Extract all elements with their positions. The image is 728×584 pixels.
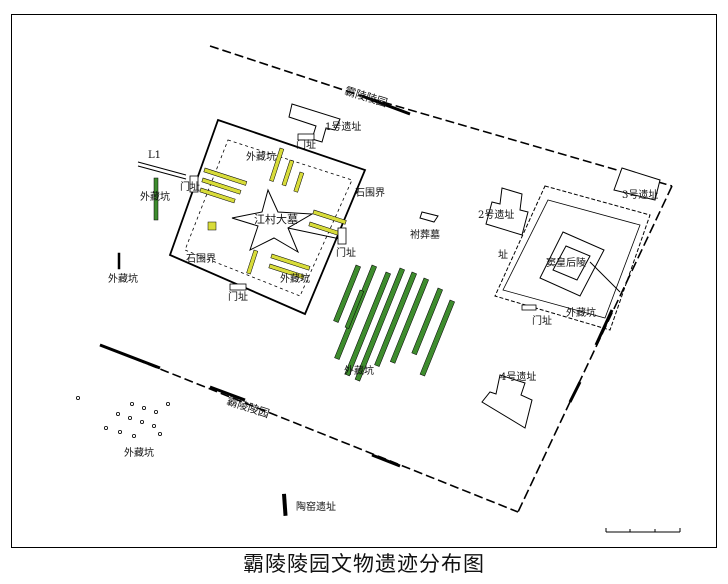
label-gate-south: 门址 xyxy=(228,290,248,303)
label-site-2: 2号遗址 xyxy=(478,208,514,221)
label-l1: L1 xyxy=(148,150,161,161)
yellow-pit xyxy=(199,187,236,204)
label-site-1: 1号遗址 xyxy=(325,120,361,133)
green-pit xyxy=(389,277,429,364)
label-gate-queen-west: 址 xyxy=(498,248,508,261)
label-stone-boundary-west: 石围界 xyxy=(186,253,216,265)
green-pit xyxy=(411,287,443,356)
label-baling-top: 霸陵陵园 xyxy=(343,84,389,109)
label-pit-left: 外藏坑 xyxy=(108,272,138,285)
label-gate-east: 门址 xyxy=(336,246,356,259)
yellow-pit xyxy=(246,249,259,275)
yellow-pit xyxy=(270,253,311,271)
yellow-pit xyxy=(268,263,305,280)
jiangcun-tomb xyxy=(231,188,346,254)
boundary-north xyxy=(209,45,673,187)
site-4-building xyxy=(481,374,533,429)
yellow-pit xyxy=(281,159,295,187)
site-2-building xyxy=(485,187,529,236)
label-baling-bottom: 霸陵陵园 xyxy=(225,394,271,420)
jiangcun-ramp xyxy=(287,227,346,241)
boundary-north-solid xyxy=(361,94,411,116)
label-pit-west: 外藏坑 xyxy=(140,190,170,203)
yellow-pit xyxy=(269,147,285,182)
boundary-east xyxy=(517,185,673,513)
gate-north xyxy=(297,133,315,141)
yellow-pit xyxy=(293,171,305,193)
yellow-pits xyxy=(199,147,347,280)
map-frame xyxy=(11,14,717,548)
label-pit-inner: 外藏坑 xyxy=(246,150,276,163)
sites xyxy=(288,103,661,429)
label-jiangcun: 江村大墓 xyxy=(254,212,298,226)
label-queen-tomb: 窦皇后陵 xyxy=(546,256,586,269)
green-pits-center xyxy=(333,264,455,382)
green-pit xyxy=(344,271,391,377)
map-caption: 霸陵陵园文物遗迹分布图 xyxy=(243,552,485,576)
green-pit xyxy=(419,299,455,377)
yellow-pit xyxy=(203,167,248,186)
queen-tomb xyxy=(539,231,621,297)
jiangcun-tomb-shape xyxy=(231,188,314,254)
label-gate-north: 门址 xyxy=(296,138,316,151)
boundary-east-solid2 xyxy=(568,381,582,403)
green-pit-left xyxy=(117,252,121,270)
label-pit-center: 外藏坑 xyxy=(344,364,374,377)
queen-tomb-outer xyxy=(539,231,605,297)
label-pit-inner-2: 外藏坑 xyxy=(280,272,310,285)
scale-bar xyxy=(605,528,681,533)
fuzang-tomb xyxy=(419,211,439,223)
yellow-pit xyxy=(207,221,217,231)
inner-dotted-outline xyxy=(184,139,353,297)
road-l1 xyxy=(137,161,187,180)
label-gate-west: 门址 xyxy=(180,180,200,193)
label-site-3: 3号遗址 xyxy=(622,188,658,201)
green-pit xyxy=(374,271,417,367)
label-pit-sw: 外藏坑 xyxy=(124,446,154,459)
jiangcun-enclosure xyxy=(168,118,367,316)
site-1-building xyxy=(288,103,341,143)
label-fuzang: 祔葬墓 xyxy=(410,228,440,241)
site-3-building xyxy=(613,167,661,201)
yellow-pit xyxy=(312,209,347,225)
gate-south xyxy=(229,283,247,291)
gate-queen-south xyxy=(521,304,537,311)
gates xyxy=(189,133,537,311)
green-pit xyxy=(333,264,361,323)
green-pit xyxy=(344,289,365,329)
boundary-south-solid2 xyxy=(209,385,246,402)
yellow-pit xyxy=(201,177,242,195)
label-site-4: 4号遗址 xyxy=(500,370,536,383)
boundary-south xyxy=(99,344,519,513)
green-pit xyxy=(354,267,405,382)
label-stone-boundary-east: 石围界 xyxy=(355,187,385,199)
queen-inner xyxy=(502,199,641,319)
green-pit-west xyxy=(153,177,159,221)
green-pits-west xyxy=(117,177,159,270)
kiln-site-marker xyxy=(282,493,288,516)
boundary-east-solid1 xyxy=(594,309,614,346)
boundary-south-solid3 xyxy=(371,453,401,468)
queen-enclosure xyxy=(494,185,651,331)
sw-pit-dots xyxy=(76,395,170,438)
label-gate-queen-south: 门址 xyxy=(532,314,552,327)
label-pit-queen: 外藏坑 xyxy=(566,306,596,319)
queen-outline xyxy=(494,185,651,331)
enclosure-outline xyxy=(168,118,367,316)
outer-boundary xyxy=(99,45,673,513)
boundary-south-solid1 xyxy=(99,343,161,370)
label-kiln: 陶窑遗址 xyxy=(296,500,336,513)
gate-west xyxy=(189,175,199,193)
site-map: 霸陵陵园 霸陵陵园 1号遗址 2号遗址 3号遗址 4号遗址 门址 门址 门址 门… xyxy=(76,45,681,533)
gate-east xyxy=(337,227,347,245)
queen-tomb-inner xyxy=(552,245,591,281)
queen-ramp xyxy=(589,261,621,293)
